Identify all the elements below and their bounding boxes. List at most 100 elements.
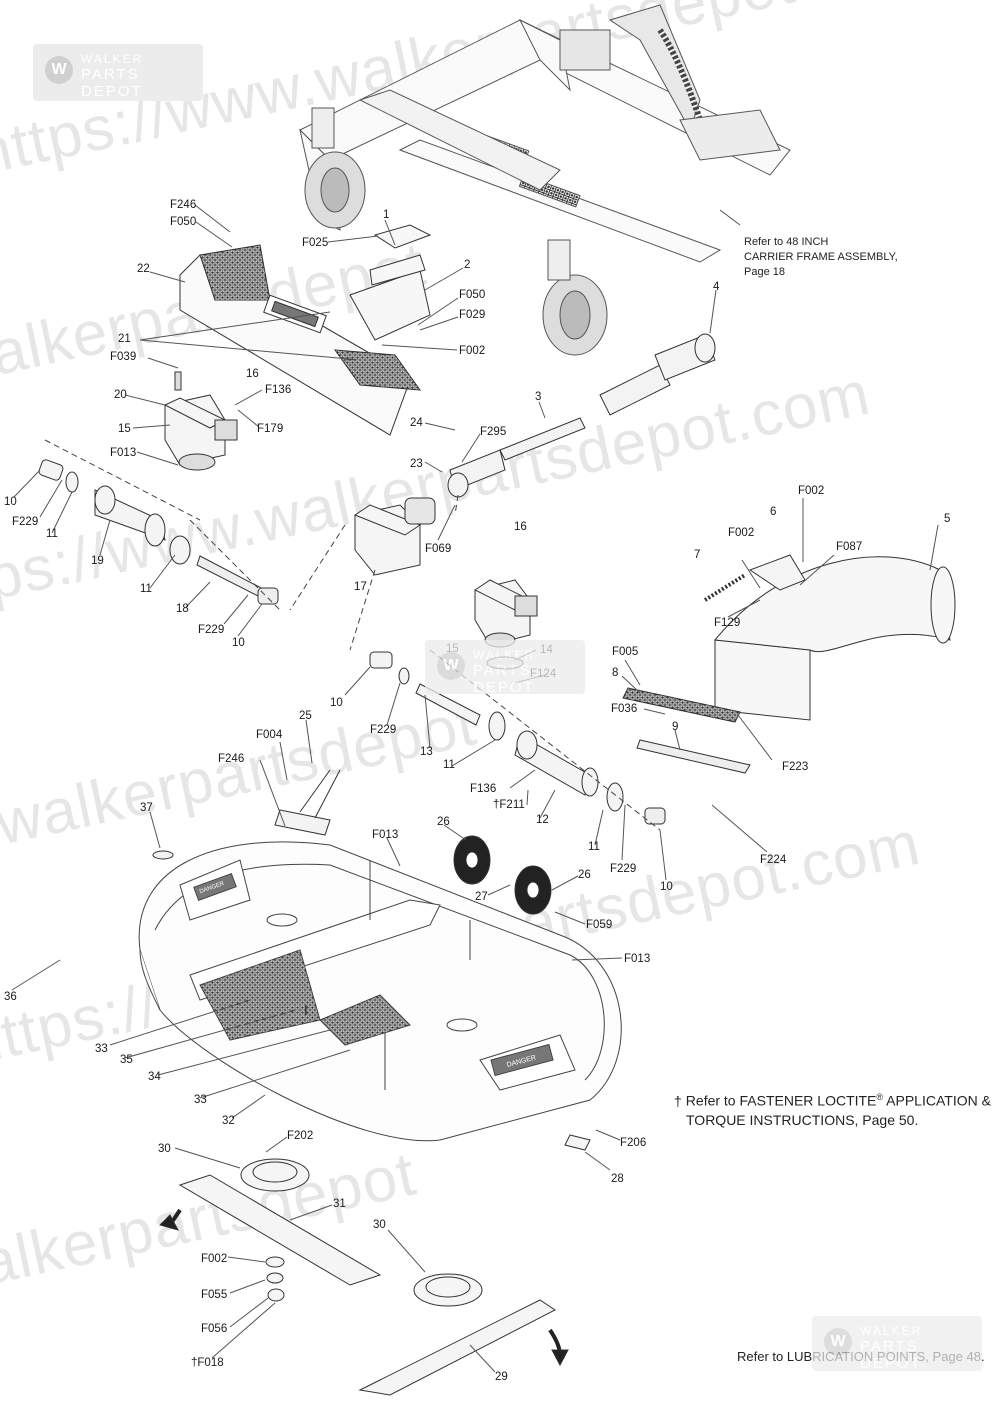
rear-deck-housing [179, 244, 422, 436]
callout-label: F246 [170, 199, 196, 211]
callout-label: 9 [672, 721, 678, 733]
callout-label: F206 [620, 1137, 646, 1149]
callout-label: 26 [578, 869, 591, 881]
callout-label: F036 [611, 703, 637, 715]
callout-label: F050 [170, 216, 196, 228]
callout-label: F004 [256, 729, 283, 741]
callout-label: F059 [586, 919, 612, 931]
callout-label: F002 [459, 345, 485, 357]
callout-label: 20 [114, 389, 127, 401]
logo-icon: W [437, 652, 465, 680]
callout-label: F202 [287, 1130, 313, 1142]
callout-label: F013 [624, 953, 650, 965]
callout-label: 3 [535, 391, 541, 403]
frame-ref-line: CARRIER FRAME ASSEMBLY, [744, 251, 898, 263]
callout-label: 19 [91, 555, 104, 567]
callout-label: F136 [470, 783, 496, 795]
callout-label: 11 [443, 759, 455, 771]
callout-label: F013 [372, 829, 398, 841]
callout-label: F055 [201, 1289, 227, 1301]
callout-label: 17 [354, 581, 367, 593]
callout-label: 2 [464, 259, 470, 271]
dagger-symbol: † [674, 1092, 682, 1109]
callout-label: 36 [4, 991, 17, 1003]
callout-label: F087 [836, 541, 862, 553]
callout-label: 31 [333, 1198, 346, 1210]
callout-label: 11 [140, 583, 152, 595]
callout-label: F179 [257, 423, 283, 435]
callout-label: F013 [110, 447, 136, 459]
frame-ref-line: Refer to 48 INCH [744, 236, 829, 248]
shield-plates [349, 224, 432, 341]
callout-label: F025 [302, 237, 328, 249]
frame-reference-note: Refer to 48 INCH CARRIER FRAME ASSEMBLY,… [744, 235, 898, 280]
right-drive-tube [369, 651, 666, 825]
callout-label: F229 [12, 516, 38, 528]
callout-label: 5 [944, 513, 950, 525]
leader-lines [11, 204, 939, 1373]
callout-label: 33 [194, 1094, 207, 1106]
logo-line: PARTS DEPOT [860, 1338, 922, 1372]
logo-icon: W [45, 56, 73, 84]
callout-label: †F018 [191, 1357, 224, 1369]
callout-label: F229 [198, 624, 224, 636]
callout-label: †F211 [493, 799, 525, 811]
callout-label: 33 [95, 1043, 108, 1055]
callout-label: 6 [770, 506, 776, 518]
callout-label: 35 [120, 1054, 133, 1066]
pulleys [453, 835, 552, 915]
walker-logo-watermark: W WALKER PARTS DEPOT [33, 44, 203, 101]
carrier-frame [299, 4, 791, 356]
callout-label: F229 [370, 724, 396, 736]
loctite-text: Refer to FASTENER LOCTITE [685, 1092, 877, 1109]
left-drive-tube [38, 459, 279, 605]
callout-label: F050 [459, 289, 485, 301]
loctite-text: TORQUE INSTRUCTIONS, Page 50. [686, 1111, 919, 1128]
callout-label: F295 [480, 426, 506, 438]
loctite-text: APPLICATION & [883, 1092, 991, 1109]
walker-logo-watermark: W WALKER PARTS DEPOT [425, 640, 585, 696]
callout-label: 10 [4, 496, 17, 508]
frame-ref-line: Page 18 [744, 266, 785, 278]
callout-label: 24 [410, 417, 423, 429]
logo-line: WALKER [473, 648, 536, 662]
callout-label: 7 [694, 549, 700, 561]
discharge-chute [714, 556, 956, 721]
callout-label: 23 [410, 458, 423, 470]
gearbox-left [163, 371, 238, 471]
callout-label: 12 [536, 814, 549, 826]
callout-label: 37 [140, 802, 153, 814]
callout-label: 16 [514, 521, 527, 533]
callout-label: F039 [110, 351, 136, 363]
callout-label: 10 [232, 637, 245, 649]
callout-label: F056 [201, 1323, 227, 1335]
mower-deck [138, 841, 622, 1142]
callout-label: 25 [299, 710, 312, 722]
callout-label: 11 [588, 841, 600, 853]
callout-label: F069 [425, 543, 451, 555]
callout-label: F005 [612, 646, 638, 658]
callout-label: 10 [660, 881, 673, 893]
callout-label: F246 [218, 753, 244, 765]
registered-mark: ® [876, 1092, 884, 1102]
callout-label: 30 [158, 1143, 171, 1155]
callout-label: F002 [798, 485, 824, 497]
callout-label: F002 [201, 1253, 227, 1265]
callout-label: F129 [714, 617, 740, 629]
callout-label: 11 [46, 528, 58, 540]
callout-label: 26 [437, 816, 450, 828]
hinge-strip [622, 687, 751, 774]
callout-label: 34 [148, 1071, 161, 1083]
logo-icon: W [824, 1328, 852, 1356]
support-bracket [152, 769, 341, 860]
callout-label: 10 [330, 697, 343, 709]
callout-label: F136 [265, 384, 291, 396]
callout-label: 1 [383, 209, 389, 221]
callout-label: F029 [459, 309, 485, 321]
callout-label: 32 [222, 1115, 235, 1127]
callout-label: 28 [611, 1173, 624, 1185]
callout-label: 15 [118, 423, 131, 435]
driveline [447, 333, 716, 498]
